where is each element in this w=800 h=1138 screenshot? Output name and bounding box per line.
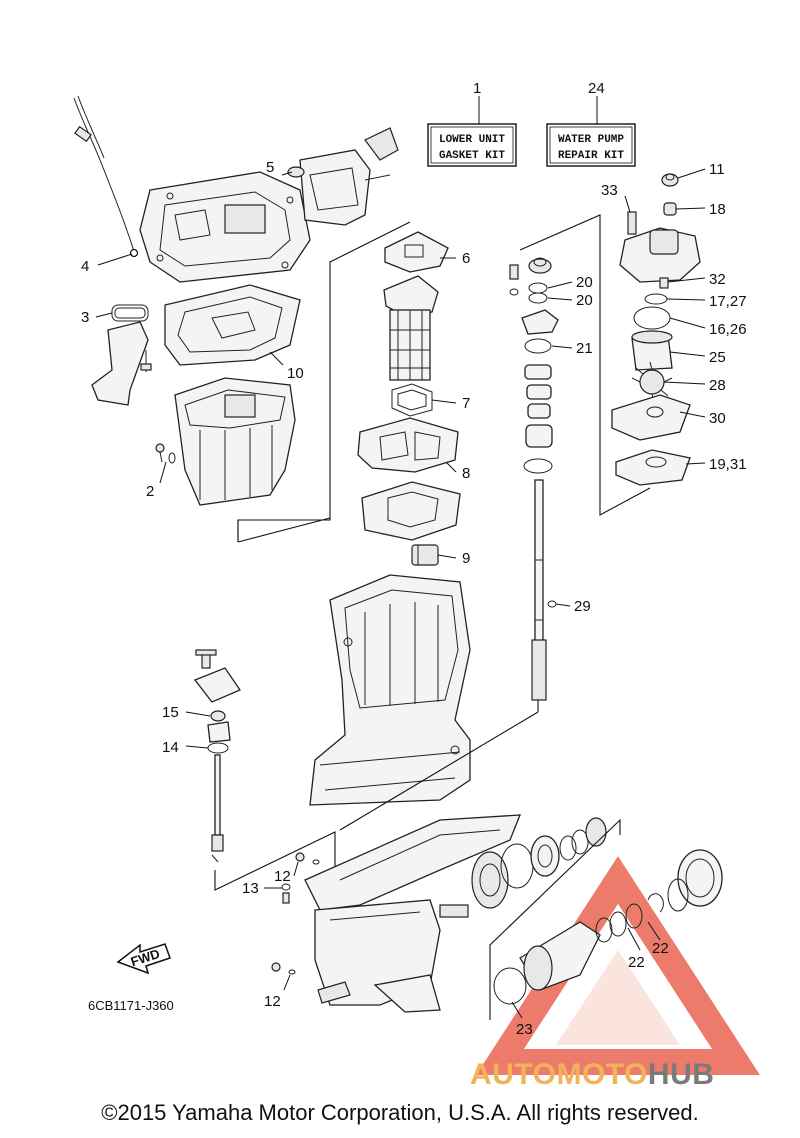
callout-20-b: 20 [576,292,593,309]
callout-6: 6 [462,250,470,267]
callout-labels: 1 2 3 4 5 6 7 8 9 10 11 12 12 13 14 15 1… [81,80,747,1038]
callout-19-31: 19,31 [709,456,747,473]
callout-13: 13 [242,880,259,897]
upper-case-housing [309,574,471,806]
water-pump-repair-kit-box: WATER PUMP REPAIR KIT [546,123,636,167]
callout-20-a: 20 [576,274,593,291]
callout-17-27: 17,27 [709,293,747,310]
bracket-gear-group [489,818,621,1020]
copyright-notice: ©2015 Yamaha Motor Corporation, U.S.A. A… [101,1100,699,1125]
callout-33: 33 [601,182,618,199]
gasket-3-and-strainer [91,304,152,406]
callout-28: 28 [709,377,726,394]
lower-unit-line2: GASKET KIT [439,150,505,162]
watermark-part2: HUB [647,1058,715,1091]
lower-case-housing [271,814,521,1013]
callout-3: 3 [81,309,89,326]
callout-30: 30 [709,410,726,427]
callout-2: 2 [146,483,154,500]
callout-16-26: 16,26 [709,321,747,338]
callout-5: 5 [266,159,274,176]
automotohub-watermark: AUTOMOTOHUB [470,1058,714,1092]
callout-29: 29 [574,598,591,615]
lower-unit-gasket-kit-box: LOWER UNIT GASKET KIT [427,123,517,167]
callout-24: 24 [588,80,605,97]
water-pump-parts [611,173,701,486]
callout-10: 10 [287,365,304,382]
callout-22-b: 22 [652,940,669,957]
shift-rod-group [193,649,241,863]
callout-21: 21 [576,340,593,357]
callout-11: 11 [709,161,725,178]
callout-4: 4 [81,258,89,275]
callout-32: 32 [709,271,726,288]
bracket-water-pump-group [519,214,651,516]
gasket-10 [164,284,301,366]
callout-12-upper: 12 [274,868,291,885]
callout-23: 23 [516,1021,533,1038]
callout-7: 7 [462,395,470,412]
callout-9: 9 [462,550,470,567]
lower-unit-line1: LOWER UNIT [439,134,505,146]
callout-15: 15 [162,704,179,721]
gear-bearing-group [471,817,723,1005]
oil-pan-housing [155,377,296,506]
water-pump-line1: WATER PUMP [558,134,624,146]
callout-25: 25 [709,349,726,366]
upper-casing-assembly [73,95,399,283]
water-pump-line2: REPAIR KIT [558,150,624,162]
leader-lines [95,168,706,1019]
drive-shaft-stack [509,257,559,701]
callout-12-lower: 12 [264,993,281,1010]
drawing-code: 6CB1171-J360 [88,998,174,1013]
watermark-part1: AUTOMOTO [470,1058,648,1091]
center-parts-6-to-9 [357,231,461,566]
callout-22-a: 22 [628,954,645,971]
callout-8: 8 [462,465,470,482]
callout-14: 14 [162,739,179,756]
callout-1: 1 [473,80,481,97]
fwd-arrow-icon: FWD [116,943,171,975]
callout-18: 18 [709,201,726,218]
